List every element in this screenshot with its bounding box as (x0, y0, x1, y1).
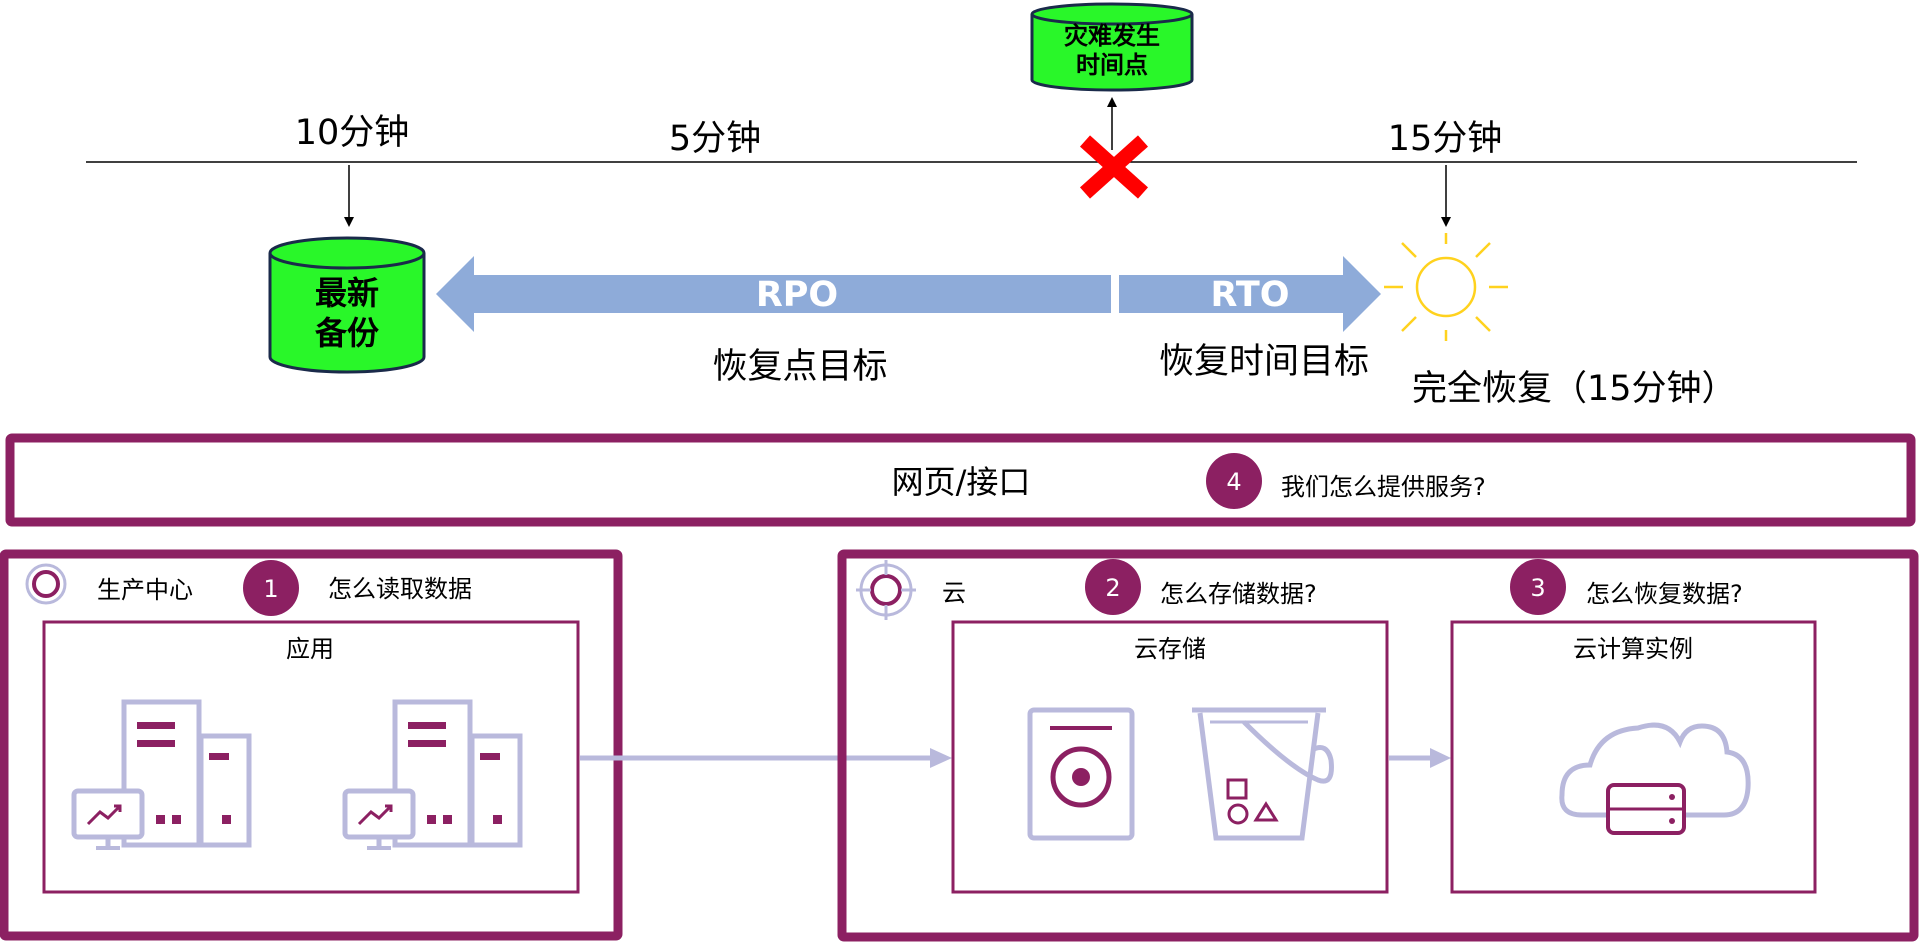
app-title: 应用 (286, 635, 334, 663)
cloud-storage-title: 云存储 (1134, 635, 1206, 663)
step-3-badge (1510, 559, 1566, 615)
sun-icon (1384, 233, 1508, 341)
rpo-arrow (436, 256, 1111, 332)
web-panel (5, 433, 1916, 527)
bucket-icon (1192, 707, 1334, 841)
arrow-production-to-storage-head (930, 748, 952, 768)
arrow-storage-to-compute-head (1430, 748, 1451, 768)
monitor-chart-icon (71, 788, 145, 850)
step-2-badge (1085, 559, 1141, 615)
production-icon (25, 563, 67, 605)
production-question: 怎么读取数据 (328, 575, 472, 603)
cloud-title: 云 (942, 579, 966, 607)
cloud-compute-box (1450, 620, 1817, 894)
backup-cylinder: 最新 备份 (268, 236, 426, 374)
cloud-storage-box (951, 620, 1389, 894)
rpo-desc: 恢复点目标 (712, 347, 887, 387)
backup-line1: 最新 (315, 274, 379, 312)
web-panel-title: 网页/接口 (892, 463, 1031, 501)
step-4-number: 4 (1226, 468, 1241, 496)
cloud-panel (837, 549, 1919, 942)
cloud-compute-title: 云计算实例 (1573, 635, 1693, 663)
web-panel-question: 我们怎么提供服务? (1281, 473, 1486, 501)
step-1-badge (243, 560, 299, 616)
backup-line2: 备份 (315, 314, 379, 352)
step-3-number: 3 (1530, 574, 1545, 602)
label-10min: 10分钟 (295, 113, 410, 153)
rto-label: RTO (1210, 275, 1289, 315)
storage-question: 怎么存储数据? (1160, 580, 1317, 608)
full-recovery-label: 完全恢复（15分钟） (1412, 369, 1737, 409)
app-box (42, 620, 580, 894)
recover-question: 怎么恢复数据? (1586, 580, 1743, 608)
rto-arrow (1119, 256, 1381, 332)
hard-disk-icon (1027, 707, 1135, 841)
server-group-icon (121, 699, 252, 848)
rto-desc: 恢复时间目标 (1159, 342, 1369, 382)
step-2-number: 2 (1105, 574, 1120, 602)
server-group-icon (392, 699, 523, 848)
disaster-cylinder: 灾难发生 时间点 (1030, 2, 1194, 92)
cross-icon (1079, 135, 1149, 199)
disaster-line1: 灾难发生 (1064, 22, 1160, 50)
target-icon (856, 560, 916, 620)
label-5min: 5分钟 (669, 119, 761, 159)
rpo-label: RPO (756, 275, 838, 315)
step-4-badge (1206, 453, 1262, 509)
cloud-server-icon (1559, 722, 1751, 835)
monitor-chart-icon (342, 788, 416, 850)
production-panel (0, 549, 623, 941)
production-title: 生产中心 (97, 576, 193, 604)
disaster-line2: 时间点 (1076, 51, 1148, 79)
step-1-number: 1 (263, 575, 278, 603)
label-15min: 15分钟 (1388, 119, 1503, 159)
